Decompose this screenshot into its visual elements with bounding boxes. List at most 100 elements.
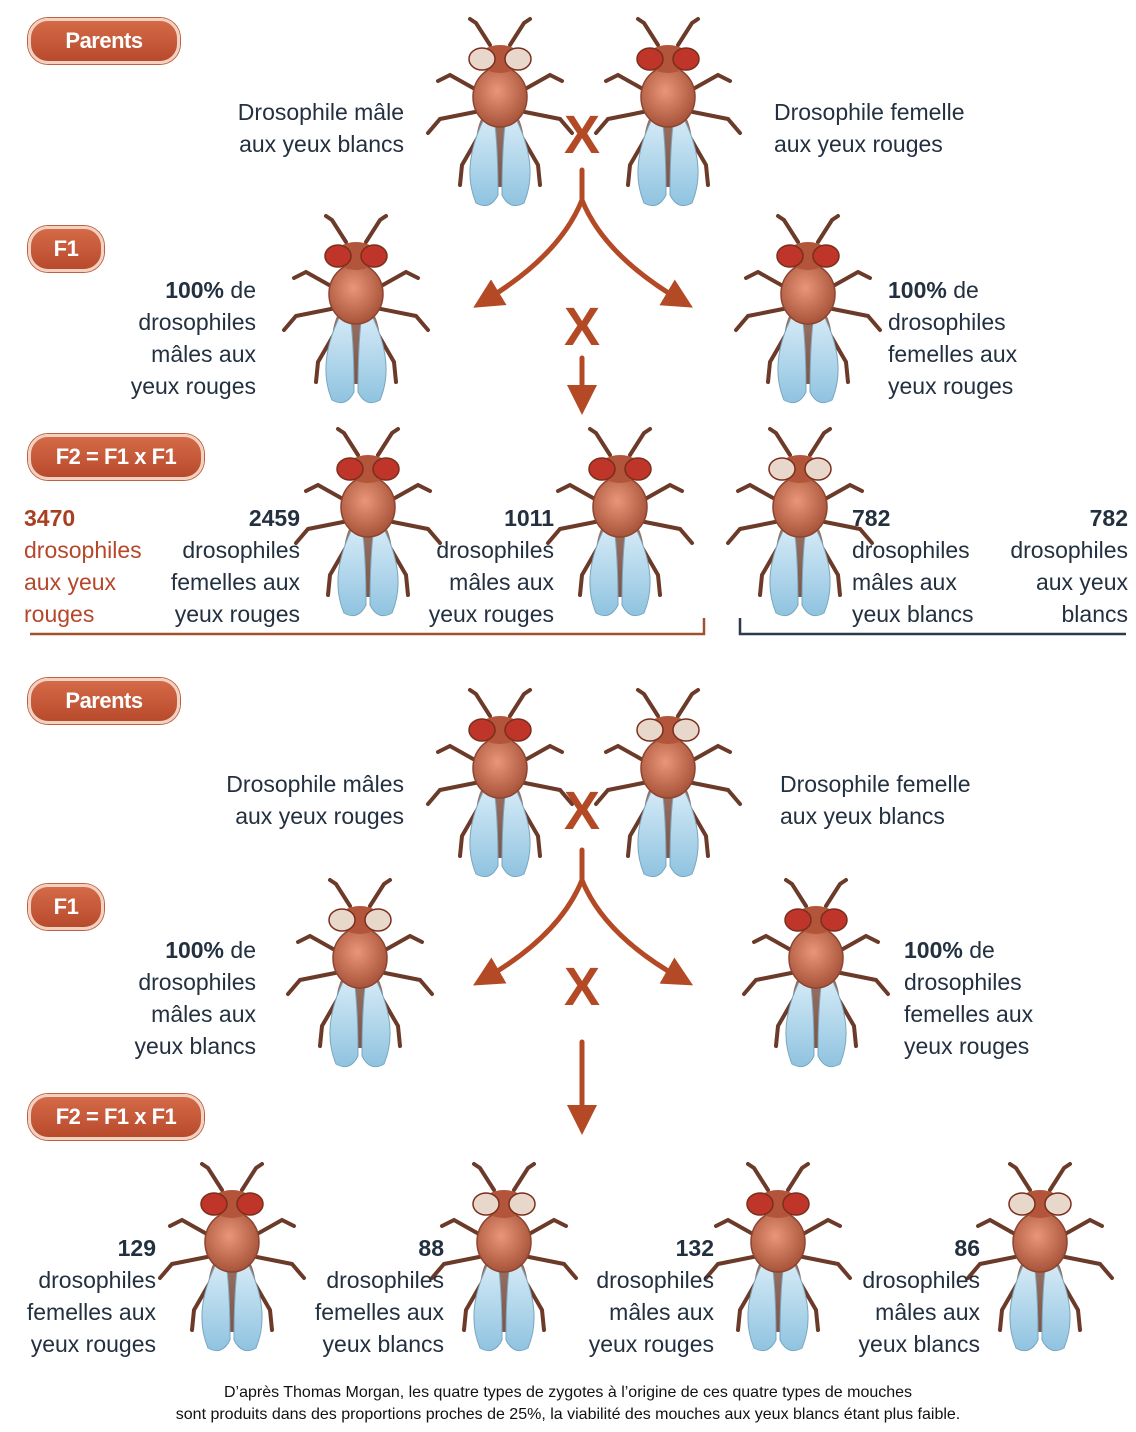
text-line: yeux blancs <box>826 1328 980 1360</box>
text-line: de <box>947 277 979 303</box>
fly-eye <box>361 245 387 267</box>
text-line: aux yeux <box>988 566 1128 598</box>
parent-male-red-eyes-label: Drosophile mâles aux yeux rouges <box>150 768 404 832</box>
text-line: yeux rouges <box>904 1030 1124 1062</box>
text-line: yeux blancs <box>60 1030 256 1062</box>
f1-left-text-top: 100% de drosophiles mâles aux yeux rouge… <box>60 274 256 402</box>
count: 132 <box>560 1232 714 1264</box>
fly-eye <box>325 245 351 267</box>
fly-eye <box>637 48 663 70</box>
fly-red-eyes <box>726 876 906 1076</box>
text-line: yeux rouges <box>400 598 554 630</box>
fly-eye <box>469 48 495 70</box>
count: 2459 <box>150 502 300 534</box>
f1-label-top: F1 <box>28 226 104 272</box>
text-line: mâles aux <box>400 566 554 598</box>
text-line: drosophiles <box>400 534 554 566</box>
text-line: yeux blancs <box>852 598 992 630</box>
f2-c-text-bottom: 132 drosophiles mâles aux yeux rouges <box>560 1232 714 1360</box>
fly-eye <box>813 245 839 267</box>
fly-white-eyes <box>270 876 450 1076</box>
fly-eye <box>365 909 391 931</box>
f1-pct-line: 100% de <box>60 274 256 306</box>
text-line: Drosophile femelle <box>780 768 1080 800</box>
text-line: Drosophile mâles <box>150 768 404 800</box>
text-line: mâles aux <box>60 338 256 370</box>
caption-line: sont produits dans des proportions proch… <box>20 1404 1116 1426</box>
f2-b-text-top: 1011 drosophiles mâles aux yeux rouges <box>400 502 554 630</box>
text-line: aux yeux rouges <box>150 800 404 832</box>
fly-eye <box>769 458 795 480</box>
fly-eye <box>201 1193 227 1215</box>
f1-right-text-top: 100% de drosophiles femelles aux yeux ro… <box>888 274 1108 402</box>
f2-d-text-bottom: 86 drosophiles mâles aux yeux blancs <box>826 1232 980 1360</box>
text-line: aux yeux rouges <box>774 128 1074 160</box>
fly-eye <box>1009 1193 1035 1215</box>
text-line: rouges <box>24 598 164 630</box>
text-line: drosophiles <box>560 1264 714 1296</box>
text-line: femelles aux <box>6 1296 156 1328</box>
fly-eye <box>505 48 531 70</box>
percentage: 100% <box>165 277 224 303</box>
text-line: mâles aux <box>560 1296 714 1328</box>
fly-eye <box>589 458 615 480</box>
f1-right-text-bottom: 100% de drosophiles femelles aux yeux ro… <box>904 934 1124 1062</box>
fly-eye <box>747 1193 773 1215</box>
caption: D’après Thomas Morgan, les quatre types … <box>20 1382 1116 1426</box>
fly-eye <box>1045 1193 1071 1215</box>
text-line: femelles aux <box>904 998 1124 1030</box>
fly-eye <box>373 458 399 480</box>
text-line: drosophiles <box>290 1264 444 1296</box>
text-line: aux yeux <box>24 566 164 598</box>
count: 88 <box>290 1232 444 1264</box>
text-line: femelles aux <box>888 338 1108 370</box>
fly-eye <box>329 909 355 931</box>
text-line: Drosophile femelle <box>774 96 1074 128</box>
text-line: yeux rouges <box>888 370 1108 402</box>
f2-a-text-bottom: 129 drosophiles femelles aux yeux rouges <box>6 1232 156 1360</box>
text-line: blancs <box>988 598 1128 630</box>
cross-symbol: X <box>564 300 600 354</box>
fly-red-eyes <box>410 686 590 886</box>
text-line: de <box>224 937 256 963</box>
text-line: yeux rouges <box>150 598 300 630</box>
fly-eye <box>777 245 803 267</box>
f2-c-text-top: 782 drosophiles mâles aux yeux blancs <box>852 502 992 630</box>
text-line: drosophiles <box>60 306 256 338</box>
text-line: de <box>224 277 256 303</box>
text-line: drosophiles <box>904 966 1124 998</box>
cross-symbol: X <box>564 960 600 1014</box>
text-line: yeux rouges <box>560 1328 714 1360</box>
percentage: 100% <box>165 937 224 963</box>
fly-eye <box>805 458 831 480</box>
parent-male-white-eyes-label: Drosophile mâle aux yeux blancs <box>180 96 404 160</box>
text-line: femelles aux <box>290 1296 444 1328</box>
f2-a-text-top: 2459 drosophiles femelles aux yeux rouge… <box>150 502 300 630</box>
fly-red-eyes <box>718 212 898 412</box>
text-line: aux yeux blancs <box>180 128 404 160</box>
percentage: 100% <box>904 937 963 963</box>
count: 782 <box>852 502 992 534</box>
f1-pct-line: 100% de <box>60 934 256 966</box>
count: 1011 <box>400 502 554 534</box>
f2-d-text-top: 782 drosophiles aux yeux blancs <box>988 502 1128 630</box>
f2-label-bottom: F2 = F1 x F1 <box>28 1094 204 1140</box>
count: 3470 <box>24 502 164 534</box>
text-line: drosophiles <box>150 534 300 566</box>
text-line: mâles aux <box>60 998 256 1030</box>
fly-eye <box>637 719 663 741</box>
fly-eye <box>673 719 699 741</box>
text-line: yeux rouges <box>60 370 256 402</box>
caption-line: D’après Thomas Morgan, les quatre types … <box>20 1382 1116 1404</box>
fly-eye <box>821 909 847 931</box>
fly-eye <box>473 1193 499 1215</box>
f1-label-bottom: F1 <box>28 884 104 930</box>
fly-red-eyes <box>530 425 710 625</box>
text-line: femelles aux <box>150 566 300 598</box>
f1-pct-line: 100% de <box>904 934 1124 966</box>
fly-eye <box>509 1193 535 1215</box>
fly-eye <box>505 719 531 741</box>
fly-eye <box>673 48 699 70</box>
parent-female-white-eyes-label: Drosophile femelle aux yeux blancs <box>780 768 1080 832</box>
text-line: de <box>963 937 995 963</box>
